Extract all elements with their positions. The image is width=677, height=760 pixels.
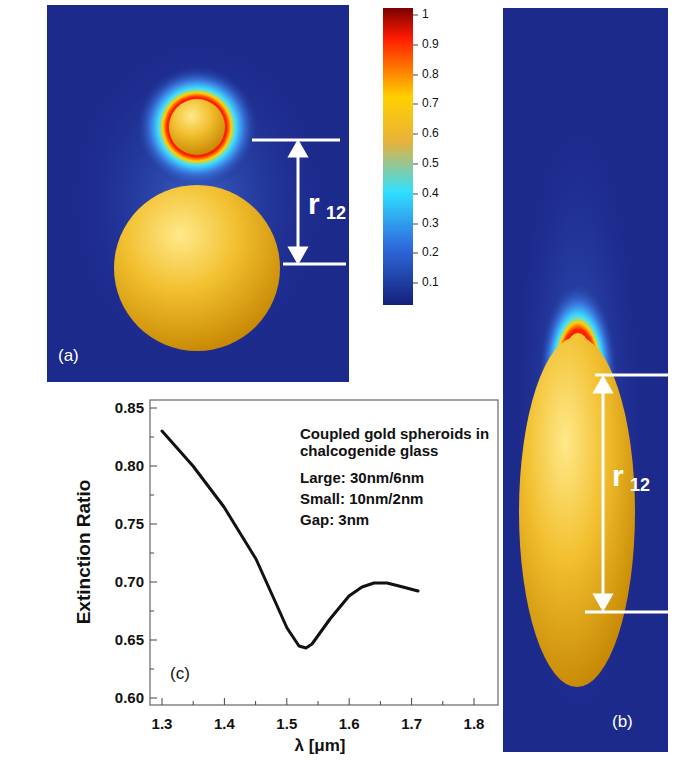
axis-tick: 0.65 — [115, 632, 144, 649]
axis-tick: 0.75 — [115, 516, 144, 533]
axis-title: λ [μm] — [294, 737, 345, 756]
axis-tick: 0.60 — [115, 690, 144, 707]
colorbar-tick: 0.3 — [422, 217, 439, 230]
axis-tick: 1.5 — [276, 716, 297, 733]
axis-tick: 0.85 — [115, 400, 144, 417]
axis-title: Extinction Ratio — [74, 480, 95, 625]
distance-symbol: r — [612, 459, 624, 492]
distance-symbol: r — [308, 187, 320, 220]
axis-tick: 0.80 — [115, 458, 144, 475]
axis-tick: 1.7 — [401, 716, 422, 733]
colorbar-tick: 0.1 — [422, 276, 439, 289]
colorbar-tick: 0.9 — [422, 38, 439, 51]
distance-subscript: 12 — [630, 476, 650, 496]
colorbar-tick: 0.6 — [422, 127, 439, 140]
inset-note: Large: 30nm/6nm — [300, 470, 424, 487]
axis-tick: 1.6 — [339, 716, 360, 733]
colorbar-tick: 0.2 — [422, 246, 439, 259]
panel-label: (b) — [612, 713, 633, 732]
inset-note: Coupled gold spheroids in chalcogenide g… — [300, 426, 490, 459]
colorbar-tick: 0.8 — [422, 68, 439, 81]
colorbar-tick: 0.7 — [422, 97, 439, 110]
axis-tick: 0.70 — [115, 574, 144, 591]
colorbar-tick: 0.5 — [422, 157, 439, 170]
inset-note: Small: 10nm/2nm — [300, 491, 423, 508]
panel-label: (c) — [170, 665, 190, 684]
panel-label: (a) — [58, 347, 79, 366]
distance-subscript: 12 — [326, 204, 346, 224]
colorbar-tick: 1 — [422, 8, 429, 21]
colorbar-tick: 0.4 — [422, 187, 439, 200]
axis-tick: 1.3 — [152, 716, 173, 733]
axis-tick: 1.8 — [464, 716, 485, 733]
inset-note: Gap: 3nm — [300, 512, 369, 529]
axis-tick: 1.4 — [214, 716, 235, 733]
